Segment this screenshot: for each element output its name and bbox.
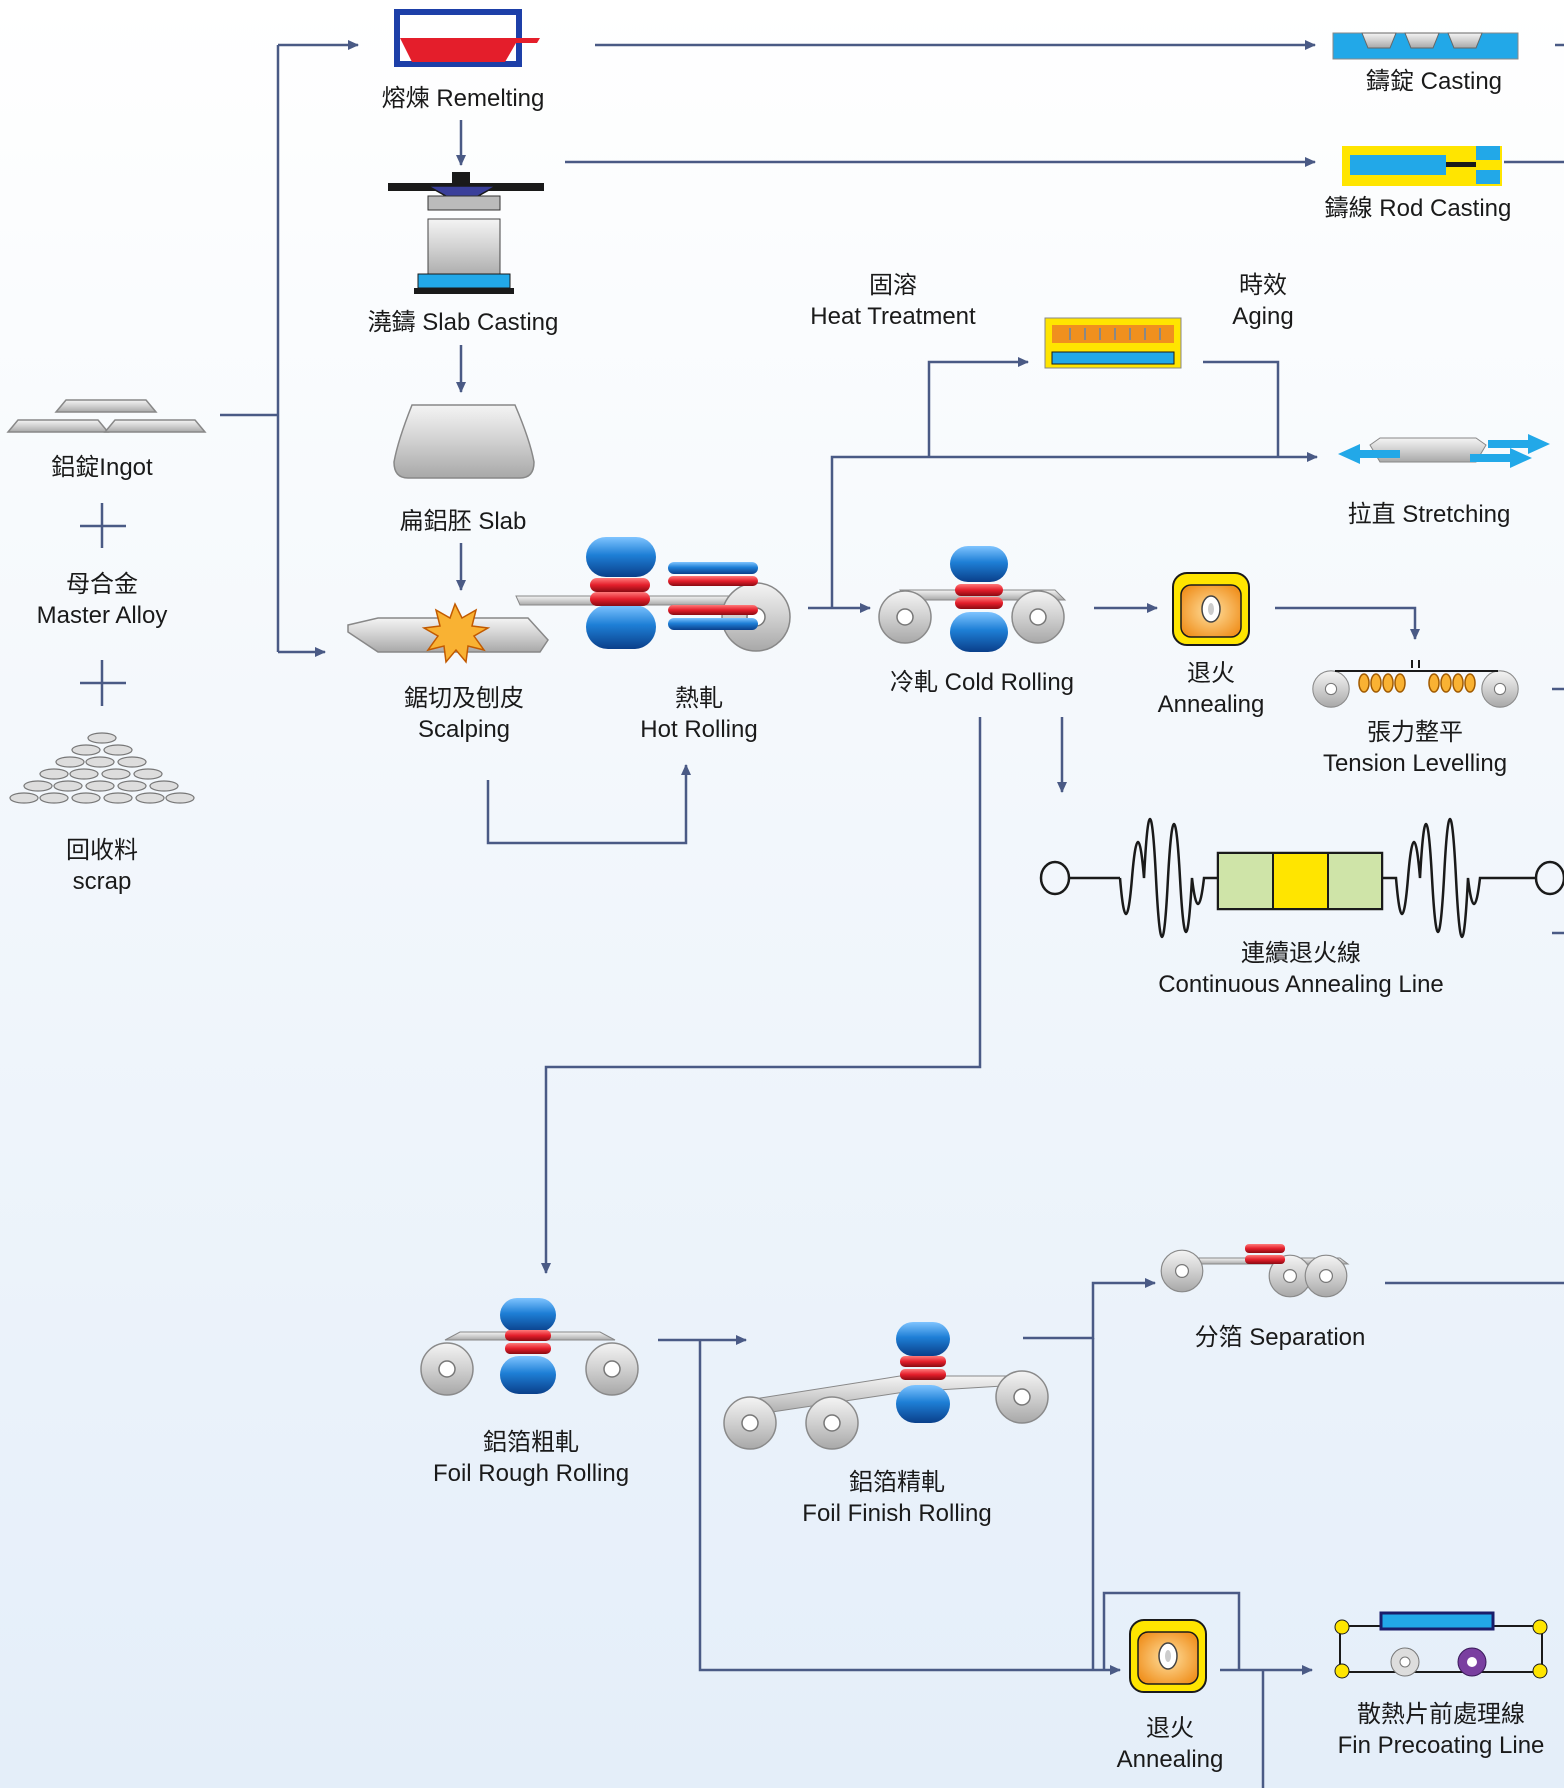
fin-precoating-line-icon [1334,1611,1548,1679]
casting-label-zh: 鑄錠 [1365,68,1414,95]
annealing-2-label-zh: 退火 [1145,1715,1194,1742]
heat-treatment-label-en: Heat Treatment [810,303,976,330]
slab-casting-label-zh: 澆鑄 [367,309,416,336]
cold-rolling-label: 冷軋 Cold Rolling [890,667,1074,698]
heat-treatment-label-zh: 固溶 [868,272,917,299]
hot-rolling-label-zh: 熱軋 [674,685,723,712]
stretching-label-text: 拉直 Stretching [1348,499,1511,530]
cold-rolling-label-zh: 冷軋 [889,669,938,696]
remelting-label-en: Remelting [436,85,545,112]
slab-label-en: Slab [478,508,527,535]
remelting-furnace-icon [394,9,540,67]
foil-finish-label: 鋁箔精軋 Foil Finish Rolling [802,1467,991,1529]
scalping-label: 鋸切及刨皮 Scalping [404,683,524,745]
rod-casting-label-zh: 鑄線 [1324,195,1373,222]
scalping-label-zh: 鋸切及刨皮 [404,685,524,712]
hot-rolling-label-en: Hot Rolling [640,716,758,743]
stretching-label: 拉直 Stretching [1348,499,1511,530]
cold-rolling-label-text: 冷軋 Cold Rolling [890,667,1074,698]
tension-levelling-icon [1312,660,1519,708]
slab-label-zh: 扁鋁胚 [399,508,472,535]
foil-rough-label: 鋁箔粗軋 Foil Rough Rolling [433,1427,629,1489]
annealing-furnace-2-icon [1129,1619,1207,1693]
continuous-annealing-label: 連續退火線 Continuous Annealing Line [1158,938,1444,1000]
separation-label: 分箔 Separation [1195,1322,1366,1353]
rod-casting-icon [1342,146,1502,186]
fin-precoating-label-zh: 散熱片前處理線 [1356,1701,1525,1728]
heat-treatment-label: 固溶 Heat Treatment [810,270,975,332]
scrap-label-zh: 回收料 [66,837,138,864]
aging-label-zh: 時效 [1238,272,1287,299]
stretching-icon [1338,434,1550,468]
tension-levelling-label-zh: 張力整平 [1367,719,1463,746]
plus-icon [80,503,126,706]
rod-casting-label-en: Rod Casting [1379,195,1512,222]
casting-label-en: Casting [1420,68,1503,95]
casting-label-text: 鑄錠 Casting [1366,66,1502,97]
slab-casting-label-en: Slab Casting [422,309,559,336]
hot-rolling-mill-icon [515,537,791,652]
annealing-label: 退火 Annealing [1158,658,1265,720]
rod-casting-label: 鑄線 Rod Casting [1325,193,1512,224]
foil-rough-rolling-mill-icon [420,1298,639,1396]
scrap-pile-icon [9,732,195,804]
rod-casting-label-text: 鑄線 Rod Casting [1325,193,1512,224]
foil-rough-label-en: Foil Rough Rolling [432,1460,630,1487]
cold-rolling-mill-icon [878,546,1067,652]
slab-casting-label-text: 澆鑄 Slab Casting [368,307,559,338]
annealing-label-zh: 退火 [1186,660,1235,687]
hot-rolling-label: 熱軋 Hot Rolling [640,683,757,745]
casting-label: 鑄錠 Casting [1366,66,1502,97]
annealing-chamber-icon [1217,852,1383,910]
annealing-furnace-icon [1172,572,1250,646]
scalping-label-en: Scalping [417,716,511,743]
continuous-annealing-label-zh: 連續退火線 [1241,940,1361,967]
master-alloy-label-en: Master Alloy [36,602,168,629]
ingot-icon [6,399,207,433]
slab-label: 扁鋁胚 Slab [400,506,527,537]
fin-precoating-label: 散熱片前處理線 Fin Precoating Line [1338,1699,1545,1761]
slab-casting-label: 澆鑄 Slab Casting [368,307,559,338]
scrap-label-en: scrap [72,868,132,895]
separation-label-text: 分箔 Separation [1195,1322,1366,1353]
stretching-label-zh: 拉直 [1347,501,1396,528]
aging-label-en: Aging [1232,303,1294,330]
annealing-2-label-en: Annealing [1116,1746,1224,1773]
foil-finish-label-en: Foil Finish Rolling [802,1500,992,1527]
annealing-2-label: 退火 Annealing [1117,1713,1224,1775]
tension-levelling-label: 張力整平 Tension Levelling [1323,717,1507,779]
continuous-annealing-label-en: Continuous Annealing Line [1158,971,1444,998]
separation-icon [1160,1244,1350,1298]
remelting-label-zh: 熔煉 [381,85,430,112]
scrap-label: 回收料 scrap [66,835,138,897]
foil-finish-rolling-mill-icon [723,1322,1049,1450]
foil-rough-label-zh: 鋁箔粗軋 [482,1429,579,1456]
remelting-label: 熔煉 Remelting [382,83,545,114]
master-alloy-label: 母合金 Master Alloy [37,569,168,631]
remelting-label-text: 熔煉 Remelting [382,83,545,114]
separation-label-zh: 分箔 [1194,1324,1243,1351]
scalping-icon [347,602,549,664]
foil-finish-label-zh: 鋁箔精軋 [849,1469,945,1496]
casting-mold-icon [1332,32,1519,60]
annealing-label-en: Annealing [1157,691,1265,718]
fin-precoating-label-en: Fin Precoating Line [1337,1732,1545,1759]
cold-rolling-label-en: Cold Rolling [944,669,1075,696]
slab-label-text: 扁鋁胚 Slab [400,506,527,537]
master-alloy-label-zh: 母合金 [66,571,138,598]
heat-treatment-furnace-icon [1044,317,1182,369]
aging-label: 時效 Aging [1232,270,1293,332]
ingot-label-zh: 鋁錠Ingot [51,454,153,481]
separation-label-en: Separation [1249,1324,1366,1351]
slab-icon [393,404,535,479]
flow-lines [220,40,1564,1788]
ingot-label: 鋁錠Ingot [51,452,152,483]
tension-levelling-label-en: Tension Levelling [1322,750,1508,777]
slab-casting-machine-icon [388,172,544,294]
stretching-label-en: Stretching [1402,501,1511,528]
